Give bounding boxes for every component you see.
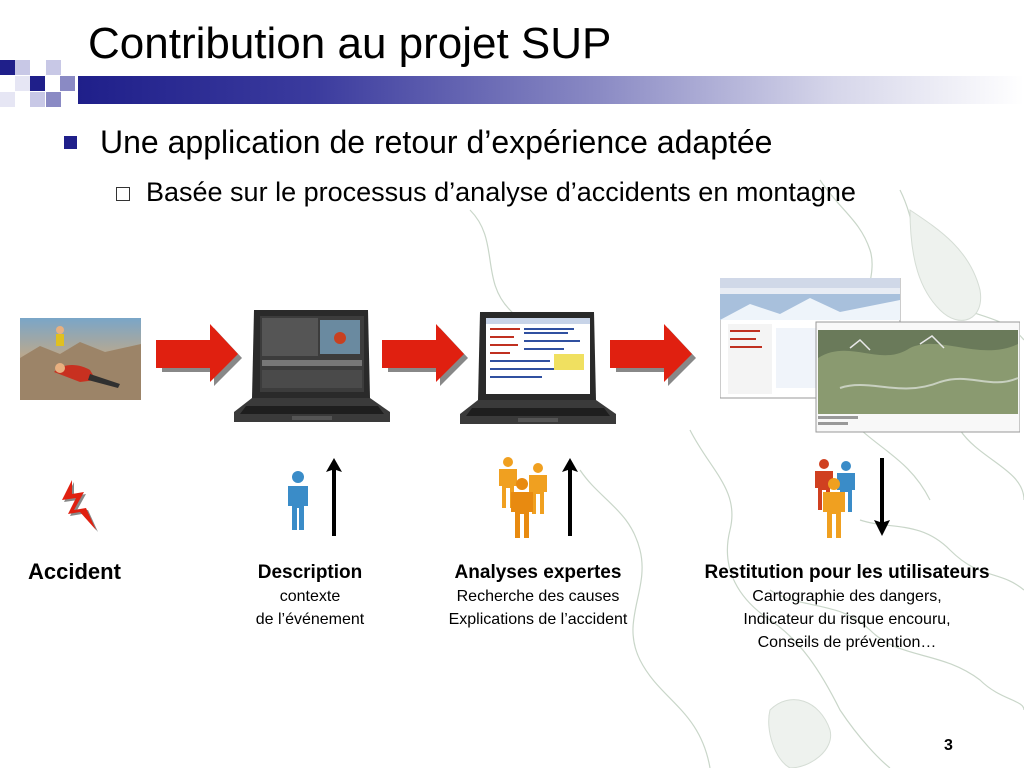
decor-square [30, 92, 45, 107]
analyses-title: Analyses expertes [454, 562, 622, 583]
title-underline-bar [78, 76, 1024, 104]
restitution-line: Indicateur du risque encouru, [743, 611, 951, 628]
europe-map-background [469, 179, 1024, 768]
page-number: 3 [944, 737, 953, 754]
bullet-square-icon [64, 136, 77, 149]
restitution-line: Cartographie des dangers, [752, 588, 942, 605]
restitution-label: Restitution pour les utilisateurs Cartog… [674, 561, 1020, 654]
down-arrow-icon [874, 458, 890, 536]
accident-label: Accident [28, 559, 121, 584]
accident-photo [20, 318, 141, 400]
description-line: de l’événement [255, 611, 365, 628]
red-arrow-icon [610, 324, 696, 386]
red-arrow-icon [382, 324, 468, 386]
group-icon [499, 457, 547, 538]
decor-square [0, 92, 15, 107]
decor-square [60, 76, 75, 91]
bullet-level2: Basée sur le processus d’analyse d’accid… [146, 177, 856, 207]
bullet-level1: Une application de retour d’expérience a… [100, 124, 773, 160]
decor-square [15, 60, 30, 75]
description-line: contexte [279, 588, 341, 605]
decor-square [0, 60, 15, 75]
description-label: Description contexte de l’événement [230, 561, 390, 631]
laptop-video-icon [234, 310, 390, 422]
red-arrow-icon [156, 324, 242, 386]
decor-square [30, 76, 45, 91]
users-group-icon [815, 459, 855, 538]
restitution-line: Conseils de prévention… [757, 634, 937, 651]
restitution-title: Restitution pour les utilisateurs [704, 562, 990, 583]
decor-square [46, 92, 61, 107]
decor-square [46, 60, 61, 75]
description-title: Description [257, 562, 363, 583]
up-arrow-icon [562, 458, 578, 536]
person-icon [288, 471, 308, 530]
web-application-screenshot [720, 278, 1020, 433]
bullet-hollow-square-icon [116, 187, 130, 201]
laptop-form-icon [460, 312, 616, 424]
up-arrow-icon [326, 458, 342, 536]
analyses-label: Analyses expertes Recherche des causes E… [420, 561, 656, 631]
slide-title: Contribution au projet SUP [88, 19, 612, 68]
decor-square [15, 76, 30, 91]
lightning-icon [62, 480, 98, 532]
analyses-line: Recherche des causes [456, 588, 620, 605]
analyses-line: Explications de l’accident [448, 611, 628, 628]
